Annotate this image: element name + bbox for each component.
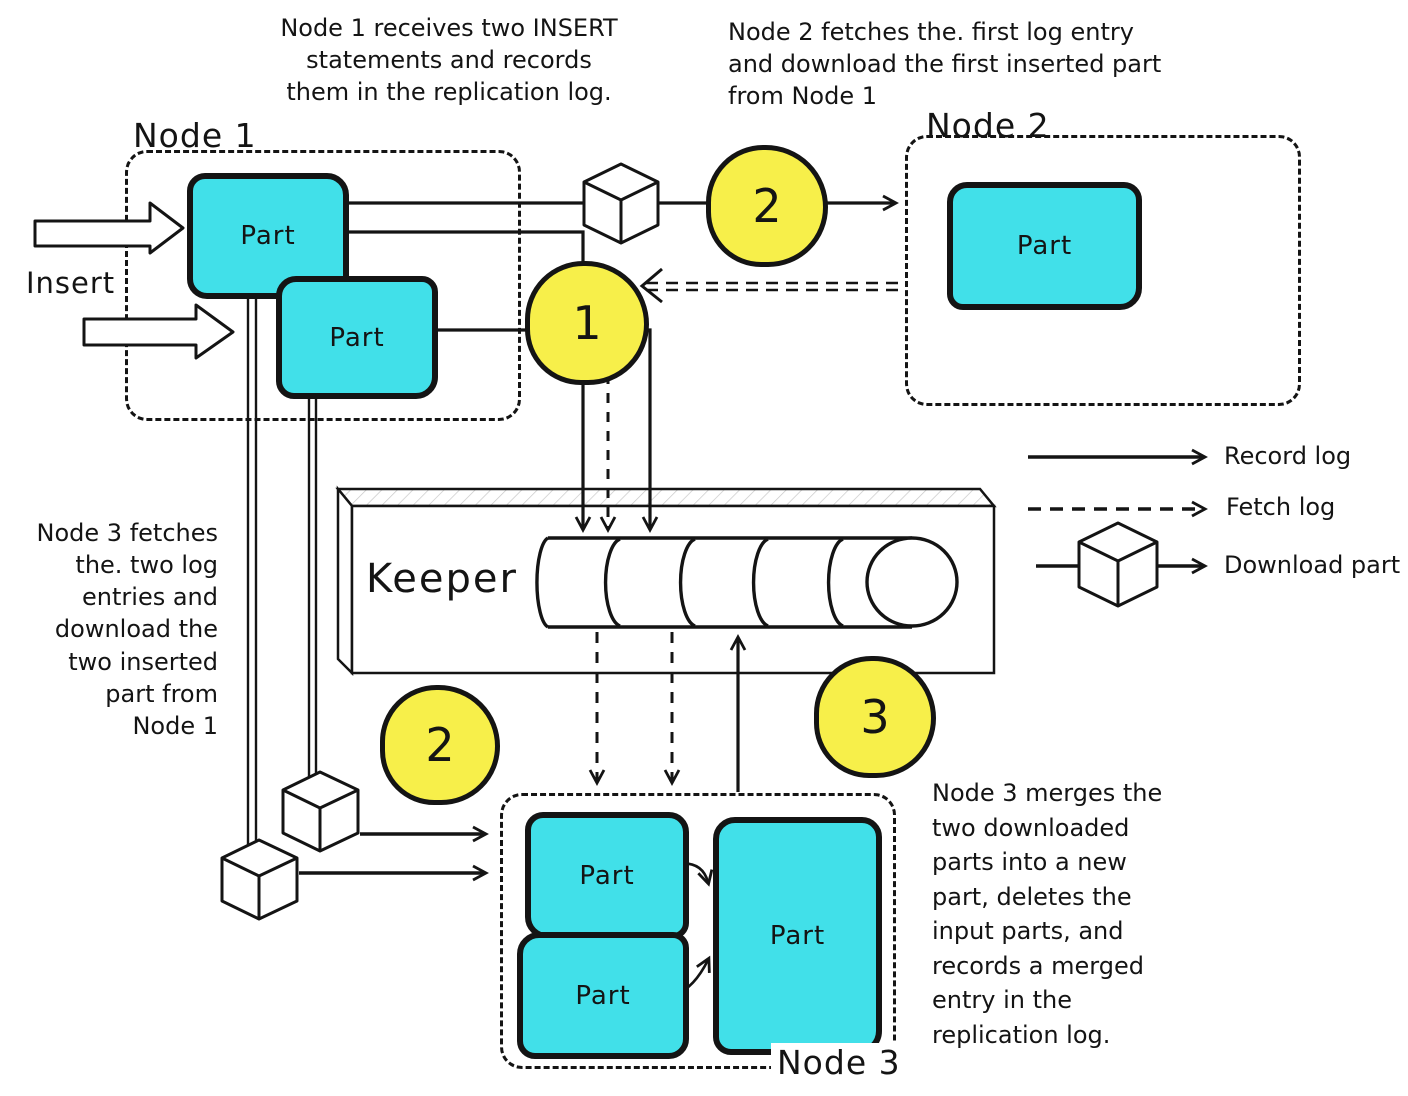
annotation-line: them in the replication log. [286, 78, 612, 107]
legend-record-log-label: Record log [1224, 442, 1352, 470]
annotation-line: Node 1 [132, 711, 218, 740]
annotation-node1-insert: Node 1 receives two INSERT statements an… [233, 12, 665, 108]
node1-box [125, 150, 521, 421]
node3-part2-box: Part [517, 932, 689, 1059]
annotation-line: records a merged [932, 951, 1144, 980]
legend-cube-icon [1077, 521, 1159, 608]
part-label: Part [1016, 231, 1073, 261]
step-circle-2: 2 [706, 145, 828, 267]
part-label: Part [769, 921, 826, 951]
step-number: 1 [572, 296, 602, 350]
annotation-line: entries and [82, 583, 218, 612]
node3-part1-box: Part [525, 812, 689, 939]
part-label: Part [579, 860, 635, 891]
part-label: Part [240, 221, 296, 251]
node3-merged-part-box: Part [713, 817, 882, 1055]
annotation-line: statements and records [306, 46, 592, 75]
annotation-line: Node 2 fetches the. first log entry [728, 18, 1134, 46]
annotation-line: the. two log [75, 551, 218, 580]
legend-download-part-label: Download part [1224, 551, 1401, 579]
annotation-line: Node 3 fetches [36, 519, 218, 547]
step-number: 2 [752, 179, 782, 233]
annotation-line: input parts, and [932, 917, 1124, 946]
keeper-node3-arrows [588, 632, 747, 792]
annotation-line: download the [54, 615, 218, 644]
step-circle-1: 1 [525, 261, 649, 385]
annotation-line: two downloaded [932, 813, 1130, 842]
annotation-line: replication log. [932, 1020, 1111, 1049]
step-number: 2 [425, 718, 455, 772]
annotation-line: Node 3 merges the [932, 779, 1163, 807]
download-part-cube-icon [281, 770, 360, 853]
step-circle-2b: 2 [380, 685, 500, 805]
step-circle-3: 3 [814, 656, 936, 778]
legend-fetch-log-label: Fetch log [1226, 493, 1336, 521]
download-part-cube-icon [582, 162, 660, 245]
annotation-node2-fetch: Node 2 fetches the. first log entry and … [728, 16, 1268, 112]
annotation-line: parts into a new [932, 848, 1127, 877]
annotation-line: Node 1 receives two INSERT [280, 14, 618, 42]
insert-arrow-icon [33, 201, 235, 360]
node2-box [905, 135, 1301, 406]
download-part-lines [246, 287, 489, 882]
annotation-node3-merge: Node 3 merges the two downloaded parts i… [932, 776, 1222, 1052]
log-cylinder [535, 536, 959, 629]
annotation-line: part from [105, 679, 218, 708]
part-label: Part [329, 322, 385, 353]
keeper-label: Keeper [366, 556, 518, 602]
download-part-cube-icon [220, 838, 299, 921]
insert-label: Insert [26, 266, 116, 300]
annotation-node3-fetch: Node 3 fetches the. two log entries and … [2, 517, 218, 742]
node1-label: Node 1 [133, 116, 257, 155]
part-label: Part [575, 980, 631, 1011]
annotation-line: entry in the [932, 986, 1072, 1015]
node2-label: Node 2 [926, 106, 1050, 145]
node1-part1-box: Part [187, 173, 349, 299]
step-number: 3 [860, 690, 890, 744]
node2-part-box: Part [947, 182, 1142, 310]
fetch-log-node2 [639, 267, 903, 304]
node3-label: Node 3 [771, 1043, 907, 1082]
node3-box [500, 793, 896, 1069]
annotation-line: from Node 1 [728, 82, 878, 111]
annotation-line: two inserted [68, 647, 218, 676]
annotation-line: part, deletes the [932, 882, 1132, 911]
node1-part2-box: Part [276, 276, 438, 399]
annotation-line: and download the first inserted part [728, 50, 1162, 79]
